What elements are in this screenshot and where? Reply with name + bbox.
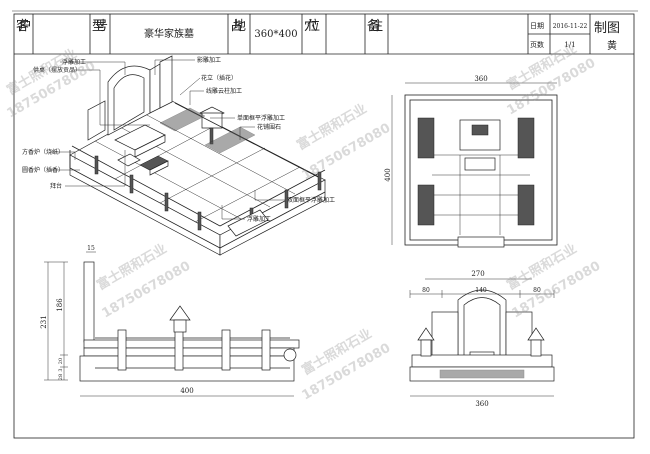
plan-depth-dim: 400 [384,168,392,181]
drafter-value: 黄 [607,39,617,52]
svg-text:18750678080: 18750678080 [510,259,604,322]
side-dim-a: 20 [58,358,64,364]
plan-view: 360 400 270 [384,75,558,280]
callout-round-censer: 圆香炉（插香） [22,166,64,174]
remarks-label: 备注 [367,18,383,34]
callout-single-relief: 单面框平浮雕加工 [237,114,285,122]
side-total-height: 231 [40,315,48,328]
isometric-view: 浮雕加工 供桌（摆放贡品） 影雕加工 花立（插花） 线雕云柱加工 单面框平浮雕加… [22,55,335,256]
front-elevation: 80 140 80 360 [409,287,555,408]
front-left-dim: 80 [422,287,430,294]
callout-relief-top: 浮雕加工 [62,58,86,66]
model-value: 豪华家族墓 [144,27,194,40]
callout-engraving: 影雕加工 [197,56,221,64]
front-right-dim: 80 [533,287,541,294]
plot-label: 穴位 [304,19,320,34]
side-length-dim: 400 [180,387,193,395]
plan-inner-dim: 270 [471,270,484,278]
callout-cloud-pillar: 线雕云柱加工 [206,87,242,95]
area-label: 占地 [230,19,246,34]
pages-label: 页数 [530,40,544,49]
callout-double-relief: 双面框平浮雕加工 [287,196,335,204]
callout-worship-platform: 拜台 [50,182,62,190]
callout-square-censer: 方香炉（烧纸） [22,148,64,156]
drawing-frame [13,13,635,439]
callout-flower-stand: 花立（插花） [201,74,237,82]
side-dim-b: 3 [58,368,64,371]
area-value: 360*400 [254,29,297,40]
side-upper-height: 186 [56,298,64,312]
plan-width-dim: 360 [474,75,487,83]
front-width-dim: 360 [475,400,488,408]
front-mid-dim: 140 [475,287,487,294]
drafter-label: 制图 [594,21,620,36]
title-block: 客户 型号 豪华家族墓 占地 360*400 穴位 备注 日期 2016-11-… [14,14,634,55]
callout-relief-step: 浮雕加工 [247,215,271,223]
date-value: 2016-11-22 [553,23,588,30]
callout-border-stone: 花铺围石 [257,123,281,131]
callout-offering-table: 供桌（摆放贡品） [33,66,81,74]
side-dim-c: 28 [58,374,64,380]
model-label: 型号 [92,19,108,34]
side-elevation: 15 231 186 20 3 28 400 [40,245,300,397]
side-top-dim: 15 [87,245,95,252]
date-label: 日期 [530,22,544,30]
customer-label: 客户 [16,18,32,34]
pages-value: 1/1 [564,41,575,49]
